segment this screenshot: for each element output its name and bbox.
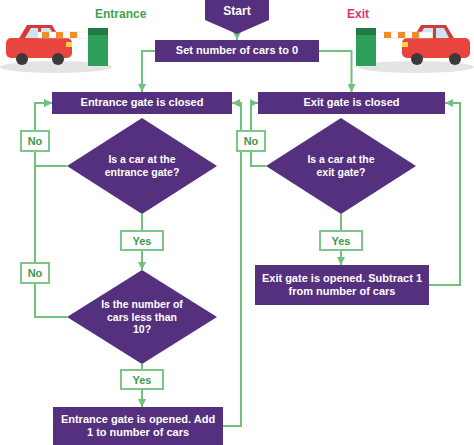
branch-label-box: Yes [120, 230, 164, 251]
flow-connector [35, 103, 52, 130]
car-window [25, 28, 38, 38]
car-wheel [52, 53, 64, 65]
node-text: Entrance gate is closed [81, 96, 204, 109]
flow-connector [141, 214, 143, 230]
diamond-shape [67, 270, 217, 364]
flow-connector [340, 214, 342, 230]
start-shape [205, 0, 269, 34]
node-text-group: Entrance gate is closed [81, 96, 204, 109]
node-text-group: Yes [133, 374, 152, 386]
node-text: Is a car at the entrance gate? [99, 153, 186, 178]
node-text-group: Is a car at the entrance gate? [99, 153, 186, 178]
barrier-stripe [42, 32, 49, 38]
node-text: Entrance gate is opened. Add 1 to number… [57, 413, 219, 439]
node-text-group: No [244, 135, 259, 147]
node-text: Yes [332, 235, 351, 247]
node-text: Is a car at the exit gate? [298, 153, 385, 178]
branch-label-box: No [20, 262, 50, 284]
node-text: Set number of cars to 0 [176, 44, 298, 57]
car-wheel [449, 53, 461, 65]
gate-post-top [356, 28, 376, 35]
branch-label-box: No [20, 130, 50, 152]
barrier-arm [38, 32, 92, 38]
decision-diamond: Is the number of cars less than 10? [67, 270, 217, 364]
flow-connector [35, 103, 52, 262]
gate-post [88, 28, 108, 66]
node-text: Exit gate is closed [304, 96, 400, 109]
node-text: Exit gate is opened. Subtract 1 from num… [259, 272, 425, 298]
node-text: No [28, 135, 43, 147]
node-text-group: Entrance gate is opened. Add 1 to number… [57, 413, 219, 439]
flow-connector [319, 51, 352, 92]
node-text: Yes [133, 374, 152, 386]
node-text-group: Is a car at the exit gate? [298, 153, 385, 178]
node-text-group: Exit gate is closed [304, 96, 400, 109]
node-text: No [244, 135, 259, 147]
decision-diamond: Is a car at the entrance gate? [67, 118, 217, 214]
process-box: Exit gate is closed [258, 92, 445, 114]
section-label: Exit [347, 7, 369, 21]
flow-connector [429, 103, 460, 285]
gate-post [356, 28, 376, 66]
entrance-illustration [0, 25, 112, 73]
diamond-shape [67, 118, 217, 214]
node-text-group: Is the number of cars less than 10? [99, 298, 186, 336]
node-text-group: Yes [133, 235, 152, 247]
process-box: Entrance gate is closed [52, 92, 232, 114]
barrier-stripe [56, 32, 63, 38]
exit-illustration [356, 25, 474, 73]
car-wheel [411, 53, 423, 65]
gate-post-top [88, 28, 108, 35]
node-text-group: Yes [332, 235, 351, 247]
flow-connector [35, 152, 67, 166]
car-cabin [412, 25, 455, 40]
flow-connector [251, 152, 266, 166]
node-text: No [28, 267, 43, 279]
section-label: Entrance [95, 7, 146, 21]
node-text-group: No [28, 135, 43, 147]
node-text-group: Set number of cars to 0 [176, 44, 298, 57]
node-text: Is the number of cars less than 10? [99, 298, 186, 336]
flow-connector [340, 251, 342, 265]
node-text-group: No [28, 267, 43, 279]
barrier-stripe [70, 32, 77, 38]
node-text: Start [223, 4, 250, 18]
branch-label-box: Yes [319, 230, 363, 251]
flow-connector [141, 390, 143, 407]
car-headlight [402, 42, 408, 47]
node-text-group: Exit gate is opened. Subtract 1 from num… [259, 272, 425, 298]
node-text: Yes [133, 235, 152, 247]
car-body [402, 38, 470, 58]
decision-diamond: Is a car at the exit gate? [266, 118, 416, 214]
barrier-stripe [384, 32, 391, 38]
process-box: Exit gate is opened. Subtract 1 from num… [255, 265, 429, 305]
branch-label-box: No [236, 130, 266, 152]
car-headlight [66, 42, 72, 47]
process-box: Entrance gate is opened. Add 1 to number… [53, 407, 223, 445]
node-text-group: Start [223, 4, 250, 18]
flow-connector [142, 51, 155, 92]
car-window [436, 28, 449, 38]
diamond-shape [266, 118, 416, 214]
barrier-stripe [412, 32, 419, 38]
flow-connector [251, 103, 258, 130]
barrier-stripe [398, 32, 405, 38]
flow-connector [35, 284, 67, 317]
process-box: Set number of cars to 0 [155, 40, 319, 62]
start-terminal: Start [205, 0, 269, 34]
branch-label-box: Yes [120, 369, 164, 390]
flow-connector [141, 251, 143, 270]
car-wheel [16, 53, 28, 65]
barrier-arm [372, 32, 432, 38]
